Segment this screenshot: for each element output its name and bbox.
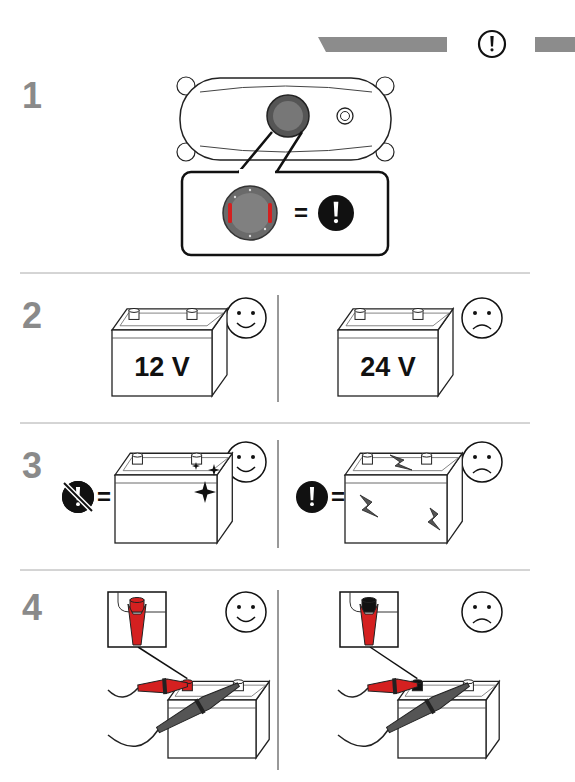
step-number: 4 [22,590,42,626]
step-number: 2 [22,298,42,334]
battery [112,308,227,396]
voltage-label: 24 V [360,354,416,381]
crack [390,455,412,470]
divider [278,295,279,402]
voltage-label: 12 V [134,354,190,381]
equals-sign: = [294,201,308,225]
cable [338,688,368,697]
warning-icon [296,481,328,513]
cable [108,688,138,697]
warning-icon [318,195,354,231]
sparkle [192,462,200,470]
equals-sign: = [97,485,111,509]
sparkle [208,464,220,476]
clamp [154,678,242,737]
clamp [367,677,417,696]
indicator-dial [223,186,277,240]
leader-line [238,132,302,173]
divider [278,440,279,548]
battery [345,453,462,543]
warning-icon [62,481,94,513]
cable [108,730,158,746]
smiley-face [226,592,266,632]
callout-box [182,172,388,255]
closeup-box [108,592,187,679]
sad-face [462,442,502,482]
sad-face [462,298,502,338]
clamp [137,677,187,696]
step-number: 1 [22,78,42,114]
crack [360,495,378,517]
sad-face [462,592,502,632]
closeup-box [340,592,417,679]
header-bar [535,37,575,52]
equals-sign: = [331,485,345,509]
header-bar [318,37,447,52]
smiley-face [226,298,266,338]
crack [428,508,440,530]
charger [177,77,394,161]
divider [278,590,279,770]
clamp [384,678,472,737]
sparkle [194,481,216,503]
cable [338,730,388,746]
warning-icon [479,31,505,57]
battery-face: 24 V [338,339,438,396]
no-warning-icon [62,481,94,513]
separator [20,570,530,571]
battery [338,308,453,396]
step-number: 3 [22,448,42,484]
battery-face: 12 V [112,339,212,396]
battery [115,453,232,543]
separator [20,273,530,274]
separator [20,423,530,424]
